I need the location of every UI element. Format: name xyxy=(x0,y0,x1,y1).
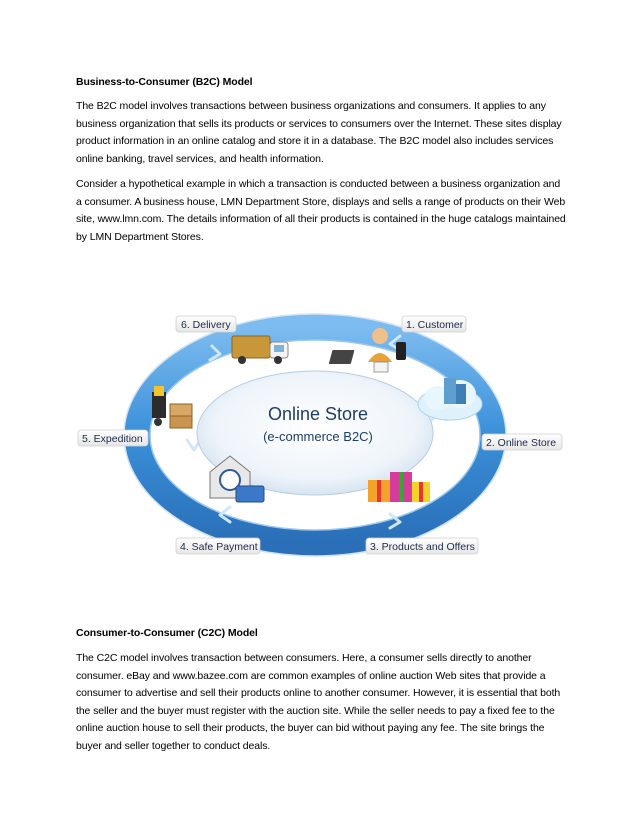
b2c-paragraph-1: The B2C model involves transactions betw… xyxy=(76,98,566,168)
step-label-products-offers: 3. Products and Offers xyxy=(365,537,479,555)
chevron-icon xyxy=(208,344,222,362)
chevron-icon xyxy=(388,512,402,530)
center-subtitle: (e-commerce B2C) xyxy=(263,429,373,444)
step-label-expedition: 5. Expedition xyxy=(77,429,149,447)
c2c-heading: Consumer-to-Consumer (C2C) Model xyxy=(76,627,258,639)
b2c-cycle-diagram: Online Store (e-commerce B2C) xyxy=(77,313,563,557)
chevron-icon xyxy=(218,505,232,524)
center-disc xyxy=(196,370,434,496)
step-label-safe-payment-text: 4. Safe Payment xyxy=(180,541,258,553)
cloud-store-icon xyxy=(417,378,483,421)
b2c-paragraph-2: Consider a hypothetical example in which… xyxy=(76,176,566,246)
customer-laptop-icon xyxy=(328,328,406,373)
step-label-delivery-text: 6. Delivery xyxy=(181,319,231,331)
step-label-safe-payment: 4. Safe Payment xyxy=(175,537,261,555)
secure-payment-icon xyxy=(209,455,265,503)
c2c-paragraph: The C2C model involves transaction betwe… xyxy=(76,650,566,755)
b2c-heading: Business-to-Consumer (B2C) Model xyxy=(76,76,253,88)
delivery-truck-icon xyxy=(231,335,289,364)
step-label-online-store-text: 2. Online Store xyxy=(486,437,556,449)
center-title: Online Store xyxy=(268,404,368,424)
step-label-delivery: 6. Delivery xyxy=(175,315,237,333)
step-label-products-offers-text: 3. Products and Offers xyxy=(370,541,475,553)
chevron-icon xyxy=(185,438,202,452)
step-label-customer: 1. Customer xyxy=(401,315,467,333)
step-label-customer-text: 1. Customer xyxy=(406,319,464,331)
gift-boxes-icon xyxy=(368,472,430,502)
forklift-boxes-icon xyxy=(152,386,193,429)
b2c-paragraph-2-text: Consider a hypothetical example in which… xyxy=(76,178,566,243)
b2c-paragraph-1-text: The B2C model involves transactions betw… xyxy=(76,100,562,165)
c2c-paragraph-text: The C2C model involves transaction betwe… xyxy=(76,652,561,752)
step-label-expedition-text: 5. Expedition xyxy=(82,433,143,445)
step-label-online-store: 2. Online Store xyxy=(481,433,563,451)
